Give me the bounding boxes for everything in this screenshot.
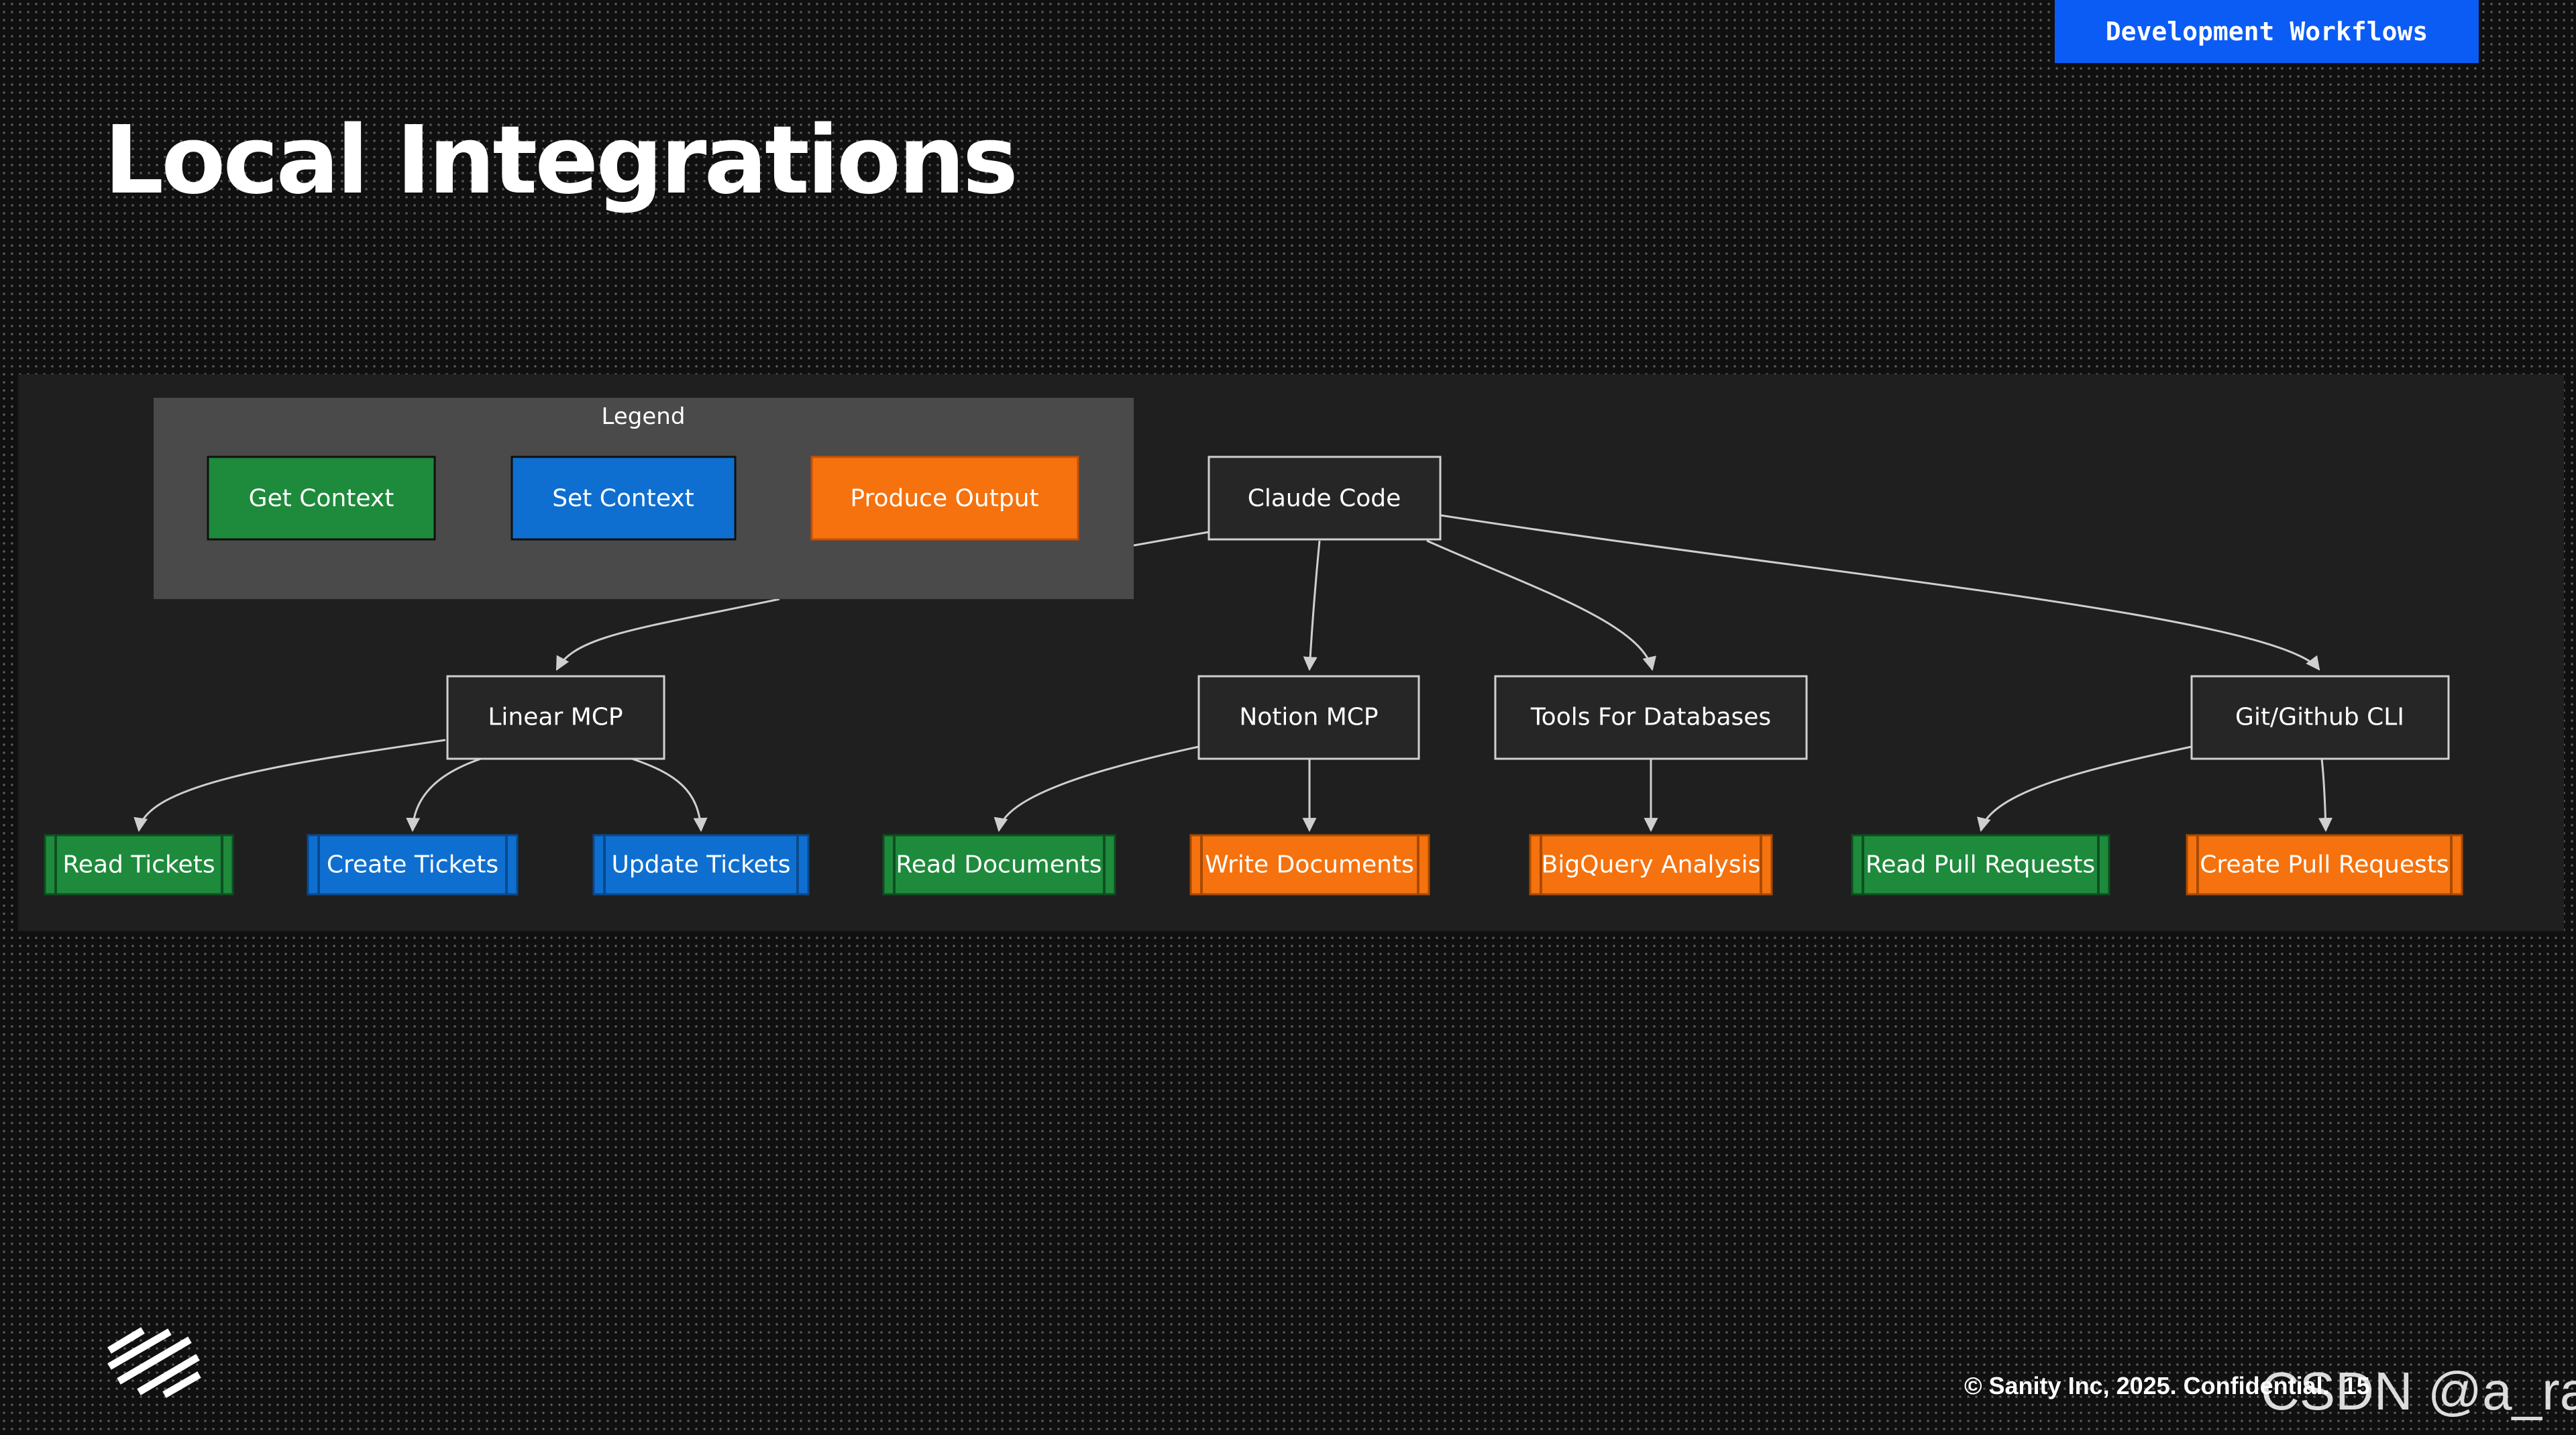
sanity-logo-icon xyxy=(107,1327,201,1398)
edge-root-databases xyxy=(1426,539,1656,672)
node-notion-mcp: Notion MCP xyxy=(1197,675,1420,760)
edge-git-read xyxy=(1977,745,2192,833)
action-read-tickets: Read Tickets xyxy=(44,834,234,896)
watermark: CSDN @a_ran xyxy=(2261,1361,2576,1421)
action-create-tickets-label: Create Tickets xyxy=(327,851,498,879)
action-read-pull-requests-label: Read Pull Requests xyxy=(1866,851,2095,879)
flow-diagram: Legend Get Context Set Context Produce O… xyxy=(44,398,2463,896)
action-update-tickets-label: Update Tickets xyxy=(611,851,790,879)
page-number: 15 xyxy=(2343,1372,2370,1399)
node-claude-code: Claude Code xyxy=(1208,456,1442,541)
edge-root-legend xyxy=(1133,531,1210,547)
node-tools-for-databases-label: Tools For Databases xyxy=(1530,704,1771,731)
node-claude-code-label: Claude Code xyxy=(1248,485,1401,513)
node-git-github-cli: Git/Github CLI xyxy=(2190,675,2450,760)
action-read-tickets-label: Read Tickets xyxy=(62,851,215,879)
legend-item-set-context: Set Context xyxy=(511,456,737,541)
action-update-tickets: Update Tickets xyxy=(592,834,810,896)
footer-copyright: © Sanity Inc, 2025. Confidential. 15 xyxy=(1964,1372,2370,1400)
action-create-pull-requests: Create Pull Requests xyxy=(2186,834,2463,896)
node-git-github-cli-label: Git/Github CLI xyxy=(2235,704,2404,731)
action-create-tickets: Create Tickets xyxy=(307,834,519,896)
legend-item-get-context: Get Context xyxy=(207,456,436,541)
action-write-documents: Write Documents xyxy=(1189,834,1430,896)
edge-root-notion xyxy=(1303,540,1321,672)
action-bigquery-analysis-label: BigQuery Analysis xyxy=(1542,851,1761,879)
node-notion-mcp-label: Notion MCP xyxy=(1239,704,1378,731)
action-create-pull-requests-label: Create Pull Requests xyxy=(2200,851,2449,879)
action-read-documents: Read Documents xyxy=(882,834,1116,896)
legend-title: Legend xyxy=(602,403,686,430)
edges xyxy=(133,514,2333,833)
action-bigquery-analysis: BigQuery Analysis xyxy=(1529,834,1773,896)
action-read-documents-label: Read Documents xyxy=(896,851,1102,879)
edge-linear-read xyxy=(133,739,446,833)
node-tools-for-databases: Tools For Databases xyxy=(1494,675,1808,760)
action-write-documents-label: Write Documents xyxy=(1205,851,1414,879)
legend-item-produce-output: Produce Output xyxy=(810,456,1079,541)
legend-label-produce-output: Produce Output xyxy=(850,485,1038,513)
copyright-text: © Sanity Inc, 2025. Confidential. xyxy=(1964,1372,2330,1399)
node-linear-mcp: Linear MCP xyxy=(446,675,665,760)
edge-legend-linear xyxy=(555,598,780,671)
page-title: Local Integrations xyxy=(104,106,1018,215)
edge-notion-read xyxy=(994,745,1199,833)
edge-root-git xyxy=(1440,514,2320,671)
node-linear-mcp-label: Linear MCP xyxy=(488,704,623,731)
action-read-pull-requests: Read Pull Requests xyxy=(1851,834,2110,896)
legend-label-set-context: Set Context xyxy=(552,485,694,513)
edge-linear-create xyxy=(406,757,482,833)
legend-label-get-context: Get Context xyxy=(249,485,394,513)
legend: Legend Get Context Set Context Produce O… xyxy=(154,398,1134,599)
edge-git-create xyxy=(2318,758,2333,833)
section-tag: Development Workflows xyxy=(2055,0,2479,63)
edge-linear-update xyxy=(631,757,708,833)
